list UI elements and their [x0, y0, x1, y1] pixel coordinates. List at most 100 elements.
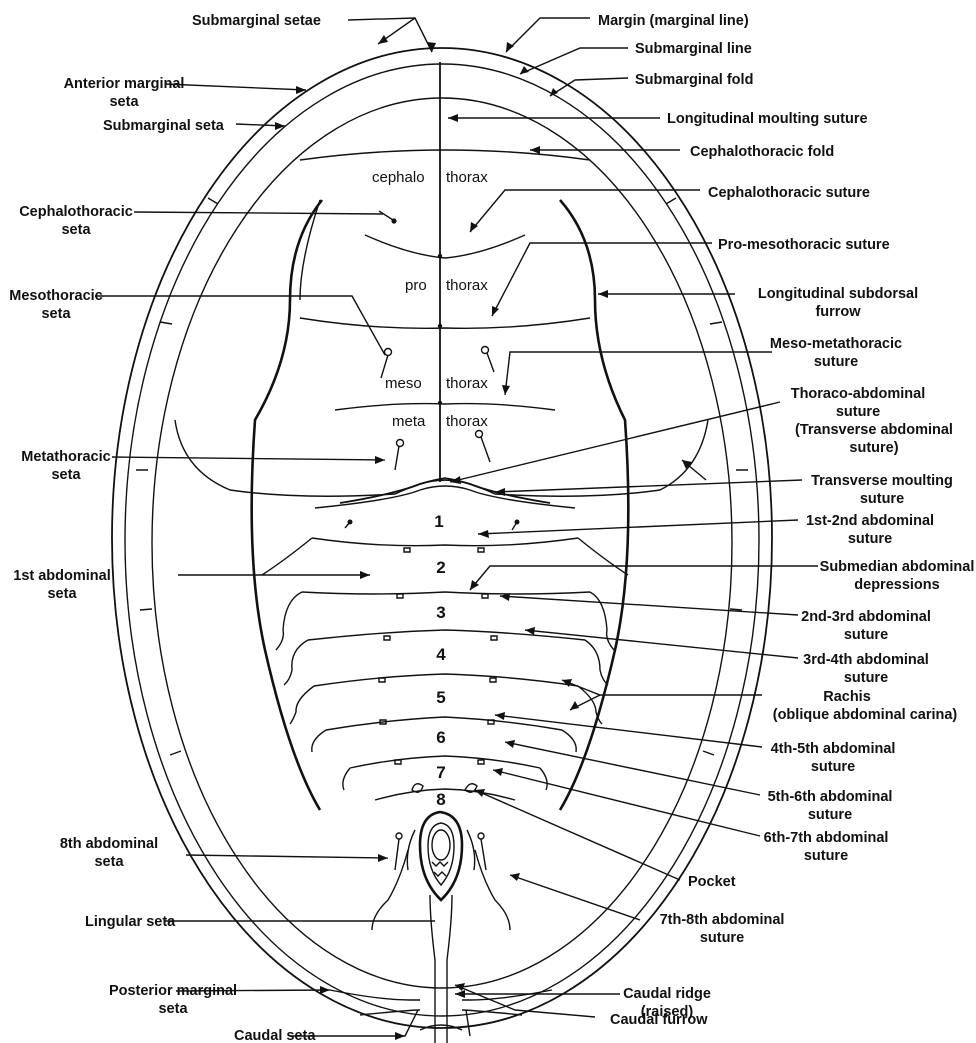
label-abd-4-5-suture-2: suture [811, 759, 855, 775]
label-eighth-abdominal-seta-2: seta [94, 854, 124, 870]
metathoracic-seta-left-shaft [395, 446, 399, 470]
label-longitudinal-moulting-suture: Longitudinal moulting suture [667, 111, 868, 127]
label-submarginal-fold: Submarginal fold [635, 72, 753, 88]
label-thoraco-abdominal-suture-4: suture) [849, 440, 898, 456]
label-longitudinal-subdorsal-furrow-1: Longitudinal subdorsal [758, 286, 918, 302]
segment-number-6: 6 [436, 728, 445, 747]
label-lingular-seta: Lingular seta [85, 914, 176, 930]
body-text-thorax-2: thorax [446, 277, 488, 294]
label-abd-7-8-suture-1: 7th-8th abdominal [660, 912, 785, 928]
segment-number-2: 2 [436, 558, 445, 577]
label-abd-2-3-suture-1: 2nd-3rd abdominal [801, 609, 931, 625]
label-caudal-seta: Caudal seta [234, 1028, 316, 1043]
label-submarginal-setae: Submarginal setae [192, 13, 321, 29]
label-submarginal-seta: Submarginal seta [103, 118, 225, 134]
label-transverse-moulting-suture-1: Transverse moulting [811, 473, 953, 489]
abdominal-suture-2-3 [302, 592, 590, 594]
transverse-moulting-suture-inner [315, 486, 575, 508]
metathoracic-seta-right [476, 431, 483, 438]
label-meso-metathoracic-suture-1: Meso-metathoracic [770, 336, 902, 352]
segment-number-4: 4 [436, 645, 446, 664]
body-text-thorax-1: thorax [446, 169, 488, 186]
first-abdominal-seta-left-shaft [345, 522, 350, 528]
label-submedian-depressions-2: depressions [854, 577, 939, 593]
label-abd-3-4-suture-2: suture [844, 670, 888, 686]
label-first-abdominal-seta-1: 1st abdominal [13, 568, 111, 584]
label-first-abdominal-seta-2: seta [47, 586, 77, 602]
label-cephalothoracic-suture: Cephalothoracic suture [708, 185, 870, 201]
body-setae [379, 211, 494, 470]
label-abd-3-4-suture-1: 3rd-4th abdominal [803, 652, 929, 668]
mesothoracic-seta-left [385, 349, 392, 356]
eighth-abdominal-seta-right [478, 833, 484, 839]
pro-mesothoracic-suture [300, 318, 590, 328]
label-abd-2-3-suture-2: suture [844, 627, 888, 643]
suture-dot [438, 324, 442, 328]
body-labels: cephalo thorax pro thorax meso thorax me… [372, 169, 488, 430]
label-abd-5-6-suture-1: 5th-6th abdominal [768, 789, 893, 805]
segment-number-1: 1 [434, 512, 443, 531]
metathoracic-seta-left [397, 440, 404, 447]
inner-curve-left [300, 200, 320, 300]
callout-labels: Submarginal setae Margin (marginal line)… [9, 13, 974, 1043]
label-mesothoracic-seta-1: Mesothoracic [9, 288, 102, 304]
segment-number-5: 5 [436, 688, 445, 707]
eighth-abdominal-seta-left-shaft [395, 839, 399, 870]
label-thoraco-abdominal-suture-3: (Transverse abdominal [795, 422, 953, 438]
label-longitudinal-subdorsal-furrow-2: furrow [815, 304, 861, 320]
label-cephalothoracic-seta-2: seta [61, 222, 91, 238]
label-caudal-ridge-1: Caudal ridge [623, 986, 711, 1002]
label-abd-5-6-suture-2: suture [808, 807, 852, 823]
label-margin: Margin (marginal line) [598, 13, 749, 29]
cephalothoracic-seta-base [391, 218, 396, 223]
segment-number-7: 7 [436, 763, 445, 782]
segment-number-8: 8 [436, 790, 445, 809]
label-abd-4-5-suture-1: 4th-5th abdominal [771, 741, 896, 757]
label-metathoracic-seta-1: Metathoracic [21, 449, 110, 465]
label-abd-1-2-suture-2: suture [848, 531, 892, 547]
subdorsal-furrow-right [560, 200, 628, 810]
body-text-thorax-3: thorax [446, 375, 488, 392]
posterior-margin-inner-left [330, 990, 420, 1000]
label-transverse-moulting-suture-2: suture [860, 491, 904, 507]
suture-dot [438, 401, 442, 405]
mesothoracic-seta-right [482, 347, 489, 354]
label-posterior-marginal-seta-1: Posterior marginal [109, 983, 237, 999]
label-mesothoracic-seta-2: seta [41, 306, 71, 322]
segment-numbers: 1 2 3 4 5 6 7 8 [434, 512, 446, 809]
label-caudal-furrow: Caudal furrow [610, 1012, 708, 1028]
label-abd-6-7-suture-2: suture [804, 848, 848, 864]
label-cephalothoracic-fold: Cephalothoracic fold [690, 144, 834, 160]
abdominal-suture-1-2 [312, 538, 578, 546]
body-outline [112, 48, 772, 1028]
label-meso-metathoracic-suture-2: suture [814, 354, 858, 370]
label-submedian-depressions-1: Submedian abdominal [820, 559, 975, 575]
cephalothoracic-seta [379, 211, 393, 220]
meso-metathoracic-suture [335, 404, 555, 410]
eighth-abdominal-seta-right-shaft [481, 839, 486, 870]
segment-number-3: 3 [436, 603, 445, 622]
suture-dot [438, 254, 442, 258]
label-rachis-2: (oblique abdominal carina) [773, 707, 958, 723]
abdominal-suture-4-5 [314, 674, 578, 686]
label-posterior-marginal-seta-2: seta [158, 1001, 188, 1017]
label-anterior-marginal-seta-1: Anterior marginal [64, 76, 185, 92]
first-abdominal-seta-right-shaft [512, 522, 517, 530]
rachis-left [262, 538, 350, 790]
body-text-meso: meso [385, 375, 422, 392]
label-pro-mesothoracic-suture: Pro-mesothoracic suture [718, 237, 890, 253]
metathoracic-seta-right-shaft [481, 437, 490, 462]
body-text-pro: pro [405, 277, 427, 294]
label-eighth-abdominal-seta-1: 8th abdominal [60, 836, 158, 852]
label-abd-1-2-suture-1: 1st-2nd abdominal [806, 513, 934, 529]
margin-outline [112, 48, 772, 1028]
cephalothoracic-suture [365, 235, 525, 258]
label-submarginal-line: Submarginal line [635, 41, 752, 57]
label-cephalothoracic-seta-1: Cephalothoracic [19, 204, 133, 220]
cephalothoracic-fold-line [300, 150, 590, 160]
submarginal-fold-outline [152, 98, 732, 988]
mesothoracic-seta-right-shaft [487, 353, 494, 372]
label-rachis-1: Rachis [823, 689, 871, 705]
label-thoraco-abdominal-suture-1: Thoraco-abdominal [791, 386, 926, 402]
